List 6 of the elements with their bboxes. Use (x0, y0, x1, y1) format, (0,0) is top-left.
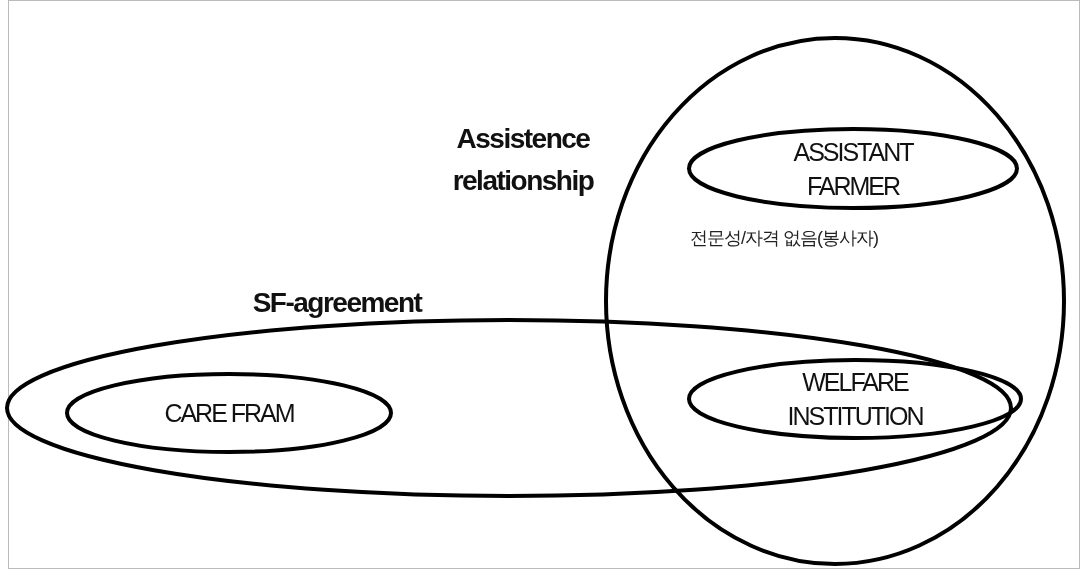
note-text: 전문성/자격 없음(봉사자) (690, 227, 878, 250)
ellipse-node: WELFARE INSTITUTION (687, 358, 1023, 440)
ellipse-node: CARE FRAM (65, 372, 393, 454)
ellipse-node: ASSISTANT FARMER (687, 127, 1019, 210)
group-heading: SF-agreement (251, 286, 423, 320)
group-heading: Assistence relationship (451, 122, 595, 198)
